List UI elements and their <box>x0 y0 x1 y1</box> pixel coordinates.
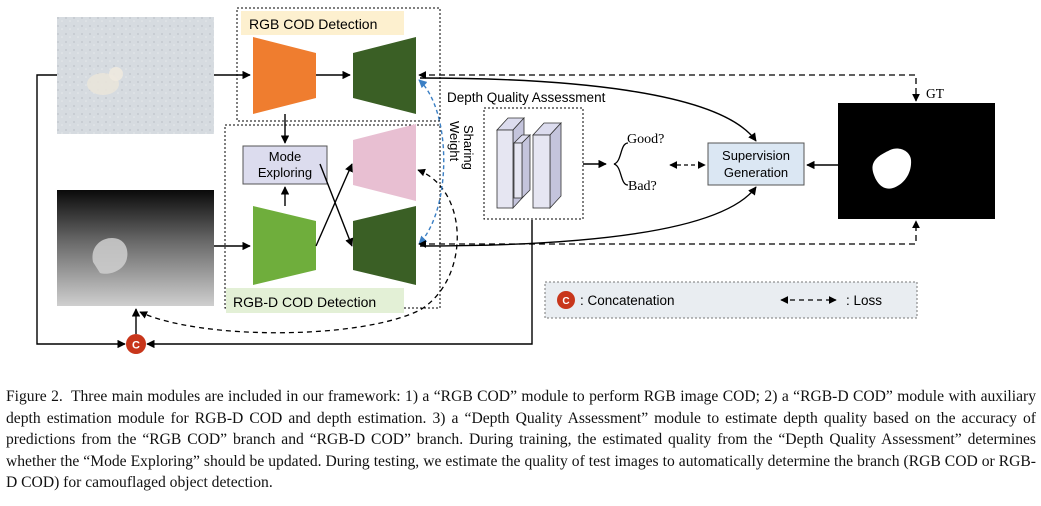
arrow-rgbd-pred-to-supervision <box>419 186 757 247</box>
quality-brace <box>613 142 629 186</box>
legend-concat-icon <box>557 291 575 309</box>
arrow-dqa-to-concat <box>146 220 533 349</box>
weight-sharing-line2: Sharing <box>461 125 476 170</box>
rgbd-decoder <box>353 206 416 285</box>
gt-mask-image <box>838 103 995 219</box>
bad-label: Bad? <box>628 179 657 194</box>
rgbd-encoder <box>253 206 316 285</box>
depth-decoder <box>353 124 416 201</box>
framework-diagram: RGB COD Detection RGB-D COD Detection Mo… <box>36 7 995 354</box>
supervision-box <box>707 142 805 186</box>
legend-concat-label: : Concatenation <box>580 293 675 308</box>
rgb-encoder <box>253 37 316 114</box>
legend-loss-label: : Loss <box>846 293 882 308</box>
rgb-input-image <box>57 17 214 134</box>
depth-loss-dashed <box>139 168 458 334</box>
rgbd-gt-loss-dashed <box>418 220 920 248</box>
caption-label: Figure 2. <box>6 388 63 405</box>
dqa-title: Depth Quality Assessment <box>447 90 606 105</box>
dqa-frame <box>483 107 584 220</box>
figure-caption: Figure 2. Three main modules are include… <box>6 386 1036 494</box>
mode-exploring-line2: Exploring <box>258 165 312 180</box>
rgb-decoder <box>353 37 416 114</box>
legend-box <box>544 281 918 319</box>
mode-exploring-line1: Mode <box>269 149 302 164</box>
rgb-cod-title-bg <box>241 11 404 35</box>
rgb-cod-frame <box>236 7 441 122</box>
gt-label: GT <box>926 86 945 101</box>
depth-input-image <box>57 190 214 306</box>
concat-icon-letter: C <box>132 340 140 352</box>
concat-icon <box>126 334 146 354</box>
supervision-line2: Generation <box>724 165 788 180</box>
dqa-network <box>496 116 562 210</box>
supervision-line1: Supervision <box>722 148 790 163</box>
arrow-rgb-to-concat <box>36 74 126 349</box>
weight-sharing-line1: Weight <box>447 121 462 162</box>
good-label: Good? <box>627 132 664 147</box>
rgbd-cod-title: RGB-D COD Detection <box>233 294 376 310</box>
legend-concat-letter: C <box>562 296 569 307</box>
rgb-cod-title: RGB COD Detection <box>249 16 377 32</box>
rgb-gt-loss-dashed <box>418 71 920 102</box>
caption-text: Three main modules are included in our f… <box>6 388 1036 491</box>
